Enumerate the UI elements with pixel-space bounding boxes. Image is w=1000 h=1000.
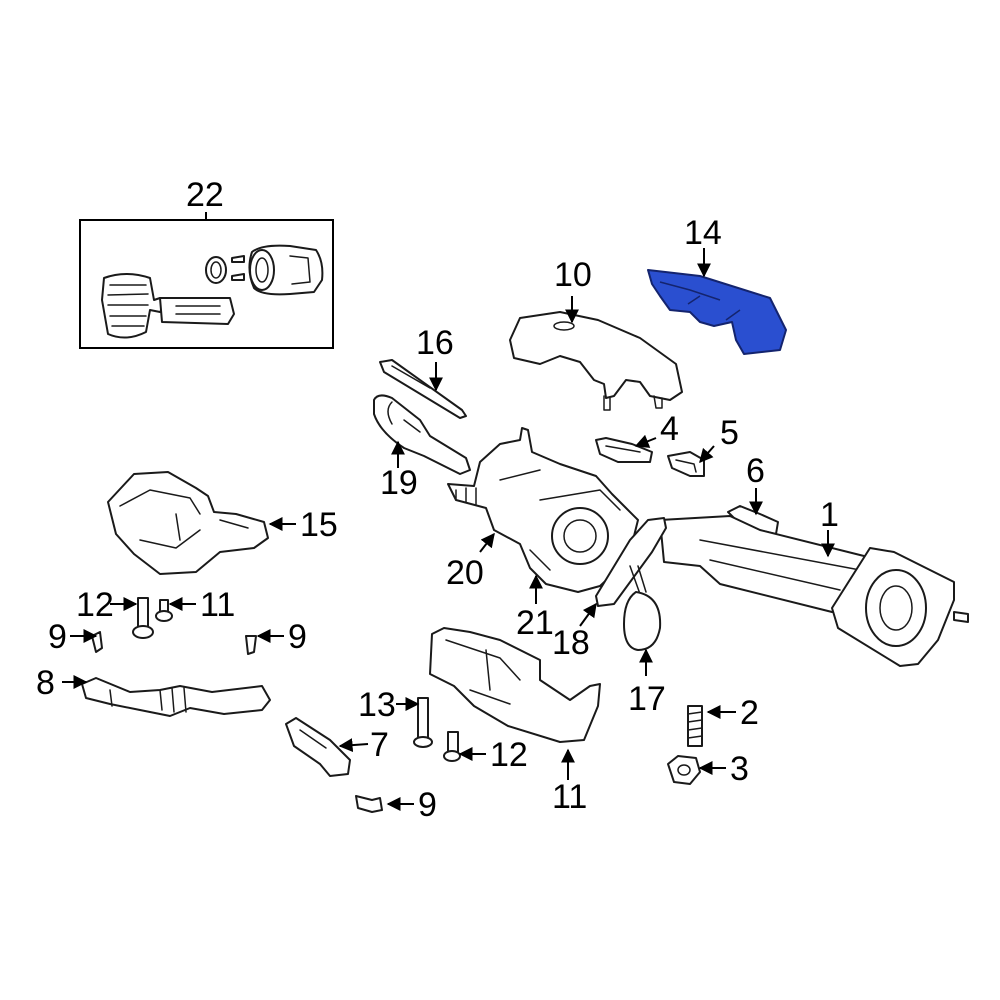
callout-11-upper: 11 <box>200 586 235 624</box>
part-2-stud[interactable] <box>687 705 703 747</box>
part-5-clip[interactable] <box>667 451 705 477</box>
callout-8: 8 <box>36 664 55 702</box>
part-3-nut[interactable] <box>667 755 701 785</box>
callout-1: 1 <box>820 496 839 534</box>
part-22-inset <box>79 219 334 349</box>
callout-13: 13 <box>358 686 396 724</box>
part-9-screw-center[interactable] <box>245 635 257 655</box>
callout-5: 5 <box>720 414 739 452</box>
callout-10: 10 <box>554 256 592 294</box>
part-13-bolt[interactable] <box>413 697 433 748</box>
callout-9-center: 9 <box>288 618 307 656</box>
part-9-screw-lower[interactable] <box>355 795 383 813</box>
part-1-column[interactable] <box>659 515 969 667</box>
callout-2: 2 <box>740 694 759 732</box>
part-12-bolt-upper[interactable] <box>132 597 154 639</box>
part-22-lock-cylinder[interactable] <box>205 244 324 296</box>
part-20-housing[interactable] <box>447 427 639 593</box>
callout-19: 19 <box>380 464 418 502</box>
part-15-shroud[interactable] <box>107 471 269 575</box>
part-18-lever[interactable] <box>595 517 667 607</box>
callout-9-left: 9 <box>48 618 67 656</box>
part-12-bolt-lower[interactable] <box>443 731 461 762</box>
callout-18: 18 <box>552 624 590 662</box>
callout-6: 6 <box>746 452 765 490</box>
part-11-screw-upper[interactable] <box>155 599 173 622</box>
part-11-lower-shroud[interactable] <box>429 627 601 743</box>
callout-14: 14 <box>684 214 722 252</box>
part-16-pin[interactable] <box>379 359 467 419</box>
part-14-shroud[interactable] <box>647 269 787 355</box>
callout-15: 15 <box>300 506 338 544</box>
part-8-shaft[interactable] <box>81 677 271 717</box>
part-10-upper-shroud[interactable] <box>509 311 683 411</box>
callout-22: 22 <box>186 176 224 214</box>
callout-12-lower: 12 <box>490 736 528 774</box>
callout-21: 21 <box>516 604 554 642</box>
part-4-switch[interactable] <box>595 437 653 463</box>
part-22-ignition-key[interactable] <box>101 273 235 339</box>
callout-16: 16 <box>416 324 454 362</box>
leader-lines <box>62 212 835 811</box>
callout-labels: 1 2 3 4 5 6 7 8 9 9 9 10 11 11 12 12 13 … <box>36 176 839 824</box>
part-7-switch[interactable] <box>285 717 351 777</box>
callout-11-lower: 11 <box>552 778 587 816</box>
callout-7: 7 <box>370 726 389 764</box>
callout-9-lower: 9 <box>418 786 437 824</box>
part-17-knob[interactable] <box>623 565 662 651</box>
callout-3: 3 <box>730 750 749 788</box>
callout-17: 17 <box>628 680 666 718</box>
callout-4: 4 <box>660 410 679 448</box>
callout-20: 20 <box>446 554 484 592</box>
part-19-lever[interactable] <box>373 394 471 475</box>
callout-12-upper: 12 <box>76 586 114 624</box>
